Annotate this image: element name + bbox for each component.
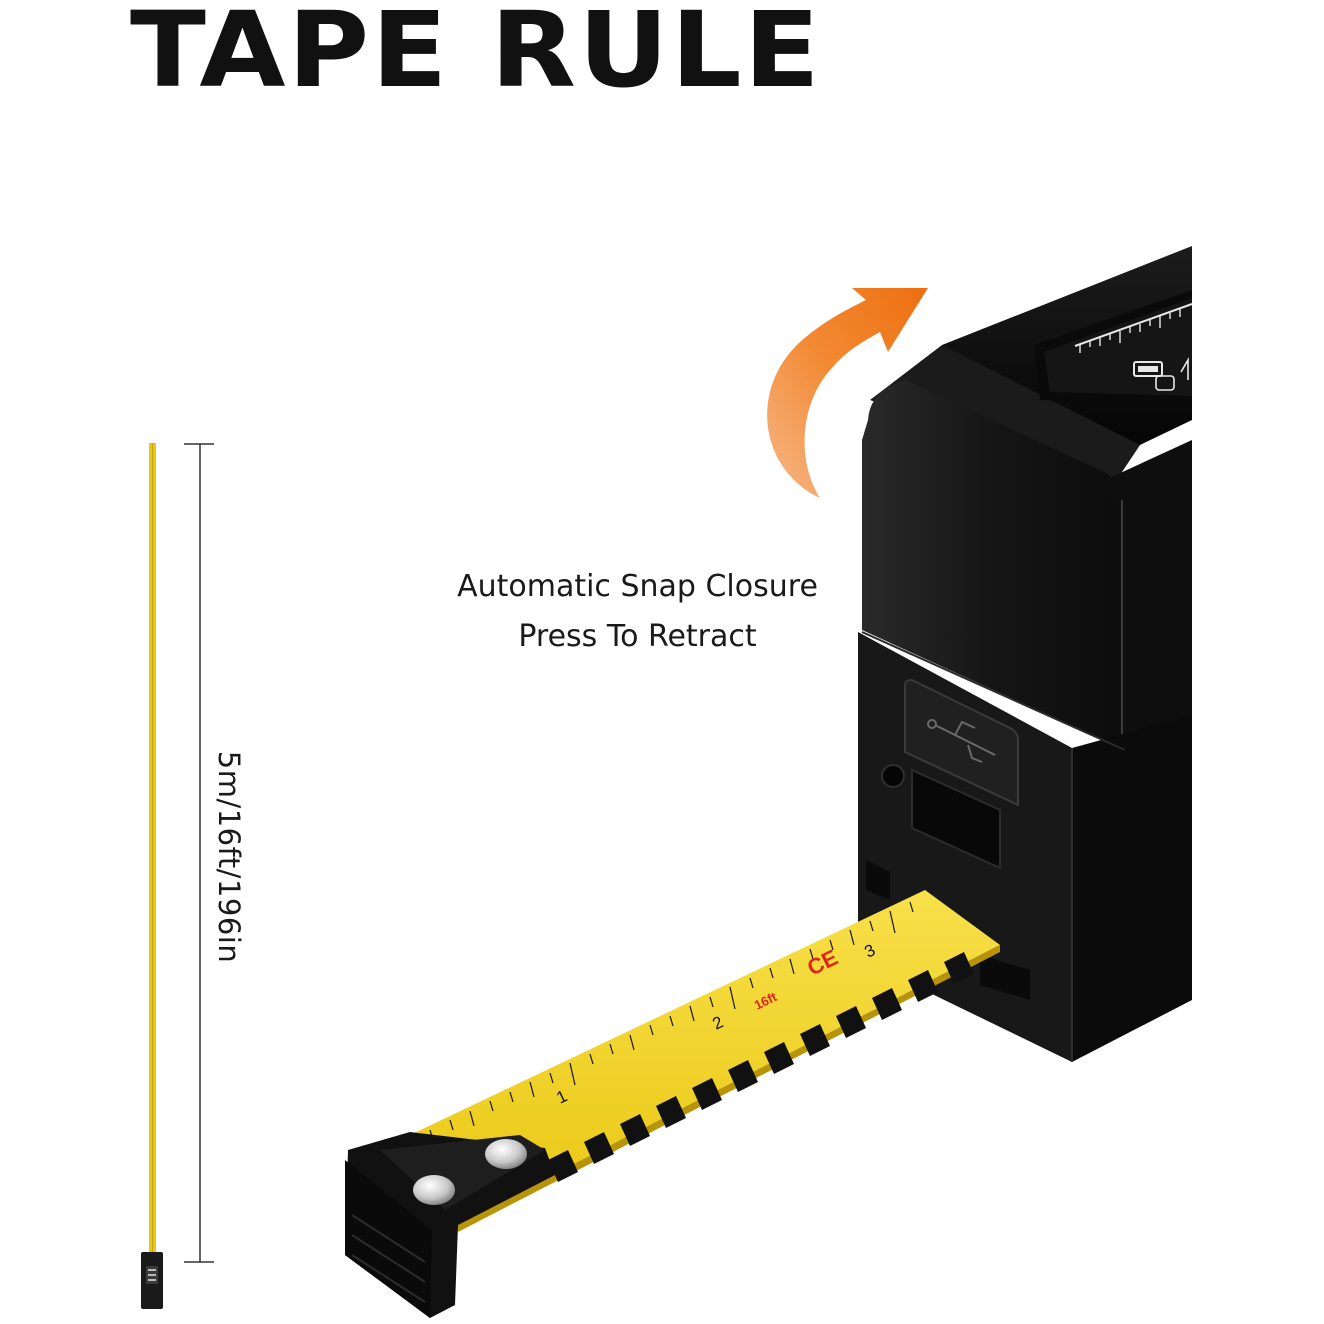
lcd-display <box>1034 290 1193 405</box>
tape-ticks <box>429 901 914 1141</box>
rivet <box>485 1139 527 1169</box>
caption-line-2: Press To Retract <box>518 619 757 654</box>
usb-icon <box>927 719 996 763</box>
tape-black-stripes <box>548 952 974 1182</box>
caption-line-1: Automatic Snap Closure <box>457 569 818 604</box>
tape-hook <box>345 1132 555 1318</box>
feature-caption: Automatic Snap Closure Press To Retract <box>430 562 845 662</box>
usb-port-cover <box>904 678 1019 807</box>
dimension-bracket <box>184 443 214 1263</box>
tape-measure-device <box>858 246 1193 1062</box>
curved-arrow-icon <box>767 288 928 498</box>
battery-icon <box>1133 361 1163 377</box>
rivet <box>413 1175 455 1205</box>
bluetooth-icon <box>1155 357 1189 391</box>
tape-blade: 1 2 3 16ft CE <box>410 890 1000 1232</box>
extended-tape <box>141 443 163 1309</box>
page-title: TAPE RULE <box>130 0 822 111</box>
